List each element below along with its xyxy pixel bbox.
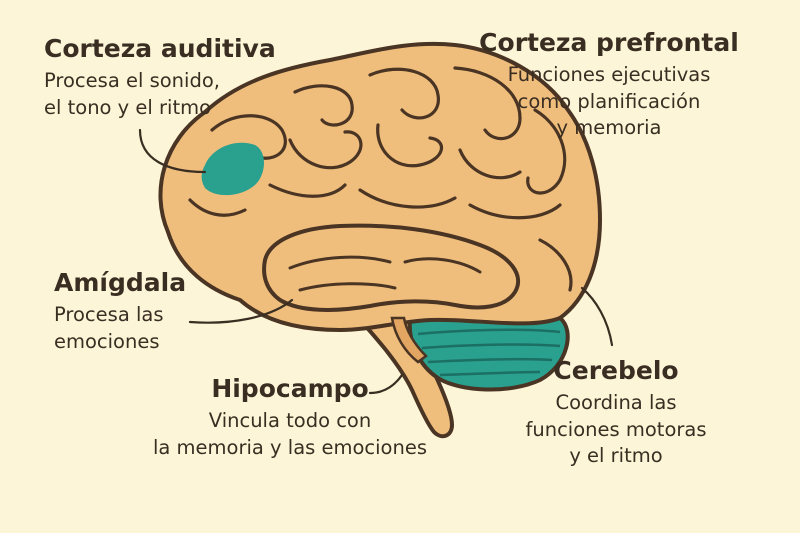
corteza-prefrontal-line-3: y memoria bbox=[556, 116, 662, 140]
brain-gyri bbox=[188, 66, 573, 292]
cerebelo-title: Cerebelo bbox=[553, 356, 679, 385]
hipocampo-title: Hipocampo bbox=[211, 374, 369, 403]
hippocampus-shape bbox=[390, 316, 428, 364]
amigdala-line-1: Procesa las bbox=[54, 303, 164, 326]
leader-cerebelo bbox=[580, 286, 614, 347]
cerebellum-folds bbox=[417, 328, 561, 377]
corteza-prefrontal-line-2: como planificación bbox=[517, 89, 701, 113]
leader-auditiva bbox=[138, 128, 207, 174]
hipocampo-line-2: la memoria y las emociones bbox=[152, 435, 428, 459]
corteza-auditiva-line-2: el tono y el ritmo bbox=[44, 95, 212, 119]
temporal-folds bbox=[288, 255, 482, 292]
amigdala-title: Amígdala bbox=[54, 268, 187, 297]
label-hipocampo: Hipocampo Vincula todo con la memoria y … bbox=[140, 374, 440, 461]
corteza-prefrontal-line-1: Funciones ejecutivas bbox=[507, 63, 711, 86]
auditory-cortex-highlight bbox=[201, 142, 265, 196]
corteza-auditiva-line-1: Procesa el sonido, bbox=[44, 69, 220, 92]
cerebelo-line-3: y el ritmo bbox=[569, 444, 663, 468]
corteza-auditiva-title: Corteza auditiva bbox=[44, 34, 276, 63]
cerebelo-line-2: funciones motoras bbox=[525, 417, 707, 441]
leader-amigdala bbox=[188, 298, 294, 324]
label-cerebelo: Cerebelo Coordina las funciones motoras … bbox=[512, 356, 720, 470]
leader-hipocampo bbox=[368, 373, 404, 395]
temporal-lobe bbox=[262, 223, 521, 312]
label-amigdala: Amígdala Procesa las emociones bbox=[54, 268, 186, 355]
cerebelo-line-1: Coordina las bbox=[555, 391, 677, 414]
corteza-prefrontal-title: Corteza prefrontal bbox=[479, 28, 739, 57]
leader-lines bbox=[138, 128, 614, 395]
label-corteza-auditiva: Corteza auditiva Procesa el sonido, el t… bbox=[44, 34, 276, 121]
label-corteza-prefrontal: Corteza prefrontal Funciones ejecutivas … bbox=[478, 28, 740, 142]
hipocampo-line-1: Vincula todo con bbox=[208, 409, 372, 432]
amigdala-line-2: emociones bbox=[54, 329, 160, 353]
